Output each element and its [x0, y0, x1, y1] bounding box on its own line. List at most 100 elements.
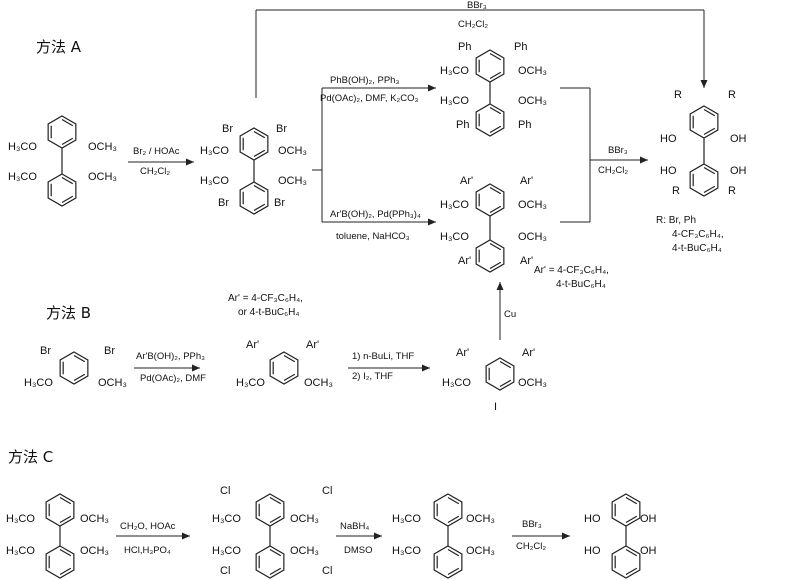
- c2-h3co-bot: H₃CO: [212, 545, 241, 557]
- s2-br-1: Br: [222, 123, 233, 135]
- a-tetraphenyl-ring-bottom: [475, 103, 505, 137]
- b-lithiation-step1: 1) n-BuLi, THF: [352, 351, 415, 362]
- mid-bbr3: BBr₃: [608, 145, 628, 156]
- b1-br-2: Br: [104, 345, 115, 357]
- b3-iodo: I: [494, 401, 498, 413]
- s1-h3co-top: H₃CO: [8, 141, 37, 153]
- b-lithiation-step2: 2) I₂, THF: [352, 371, 393, 382]
- s4-ar-1: Ar': [460, 175, 474, 187]
- ar-definition-2: 4-t-BuC₆H₄: [556, 279, 606, 290]
- s4-ar-3: Ar': [458, 255, 472, 267]
- c2-cl-2: Cl: [322, 485, 333, 497]
- b2-ar-2: Ar': [306, 339, 320, 351]
- b2-ar-1: Ar': [246, 339, 260, 351]
- c-step3-reagent: BBr₃: [522, 519, 542, 530]
- c-step2-solvent: DMSO: [344, 545, 373, 556]
- c4-oh-bot: OH: [640, 545, 657, 557]
- b1-br-1: Br: [40, 345, 51, 357]
- c2-h3co-top: H₃CO: [212, 513, 241, 525]
- c1-h3co-top: H₃CO: [6, 513, 35, 525]
- top-bbr3: BBr₃: [467, 0, 487, 11]
- s5-oh-top: OH: [730, 133, 747, 145]
- s5-r-2: R: [728, 89, 736, 101]
- c2-cl-1: Cl: [220, 485, 231, 497]
- c-step2-reagent: NaBH₄: [340, 521, 370, 532]
- bromination-solvent: CH₂Cl₂: [140, 166, 171, 177]
- c4-ho-top: HO: [584, 513, 601, 525]
- c4-oh-top: OH: [640, 513, 657, 525]
- s2-och3-top: OCH₃: [278, 145, 307, 157]
- s5-ho-bot: HO: [660, 165, 677, 177]
- s3-och3-bot: OCH₃: [518, 95, 547, 107]
- s4-ar-4: Ar': [520, 255, 534, 267]
- method-c-label: 方法 C: [8, 448, 54, 466]
- method-b-label: 方法 B: [46, 304, 92, 322]
- s5-ho-top: HO: [660, 133, 677, 145]
- arrowhead-b-suzuki: [192, 364, 200, 372]
- s2-h3co-bot: H₃CO: [200, 175, 229, 187]
- s3-ph-2: Ph: [514, 41, 528, 53]
- s3-h3co-bot: H₃CO: [440, 95, 469, 107]
- suzuki-ar-conditions: toluene, NaHCO₃: [336, 231, 410, 242]
- s2-br-2: Br: [276, 123, 287, 135]
- arrowhead-b-lithiation: [422, 364, 430, 372]
- arrowhead-cu: [496, 282, 504, 290]
- s3-och3-top: OCH₃: [518, 65, 547, 77]
- s3-h3co-top: H₃CO: [440, 65, 469, 77]
- b-dibromo-ring: [59, 351, 89, 385]
- c-step1-acid: HCl,H₃PO₄: [124, 545, 171, 556]
- c3-och3-top: OCH₃: [466, 513, 495, 525]
- s4-h3co-top: H₃CO: [440, 199, 469, 211]
- c-methyl-ring-bottom: [433, 545, 463, 579]
- arrowhead-suzuki-ph: [428, 84, 436, 92]
- s5-oh-bot: OH: [730, 165, 747, 177]
- r-definition-2: 4-CF₃C₆H₄,: [672, 229, 724, 240]
- a-start-ring-bottom: [47, 173, 77, 207]
- arrowhead-bbr3: [700, 80, 708, 88]
- c-start-ring-bottom: [45, 545, 75, 579]
- b2-h3co: H₃CO: [236, 377, 265, 389]
- a-tetrabromo-ring-bottom: [239, 181, 269, 215]
- c3-och3-bot: OCH₃: [466, 545, 495, 557]
- suzuki-ar-reagent: Ar'B(OH)₂, Pd(PPh₃)₄: [330, 209, 421, 220]
- b2-och3: OCH₃: [304, 377, 333, 389]
- c2-och3-bot: OCH₃: [290, 545, 319, 557]
- b3-h3co: H₃CO: [442, 377, 471, 389]
- c-tetraol-ring-bottom: [611, 545, 641, 579]
- b-ar-definition-1: Ar' = 4-CF₃C₆H₄,: [228, 293, 303, 304]
- r-definition-3: 4-t-BuC₆H₄: [672, 243, 722, 254]
- s4-h3co-bot: H₃CO: [440, 231, 469, 243]
- a-tetraol-ring-bottom: [689, 163, 719, 197]
- b3-och3: OCH₃: [518, 377, 547, 389]
- c3-h3co-top: H₃CO: [392, 513, 421, 525]
- b3-ar-2: Ar': [522, 347, 536, 359]
- arrowhead-c-step1: [182, 532, 190, 540]
- s5-r-4: R: [728, 185, 736, 197]
- top-ch2cl2: CH₂Cl₂: [458, 19, 489, 30]
- b1-och3: OCH₃: [98, 377, 127, 389]
- s5-r-1: R: [674, 89, 682, 101]
- arrowhead-c-step2: [374, 532, 382, 540]
- s3-ph-4: Ph: [518, 119, 532, 131]
- bromination-reagent: Br₂ / HOAc: [133, 146, 180, 157]
- s4-ar-2: Ar': [520, 175, 534, 187]
- c3-h3co-bot: H₃CO: [392, 545, 421, 557]
- c2-cl-3: Cl: [220, 565, 231, 577]
- method-a-label: 方法 A: [36, 38, 82, 56]
- b-ar-definition-2: or 4-t-BuC₆H₄: [238, 307, 300, 318]
- b-suzuki-reagent: Ar'B(OH)₂, PPh₃: [136, 351, 206, 362]
- b3-ar-1: Ar': [456, 347, 470, 359]
- arrowhead-mid-bbr3: [640, 156, 648, 164]
- s5-r-3: R: [672, 185, 680, 197]
- s2-br-4: Br: [274, 197, 285, 209]
- a-tetraaryl-ring-bottom: [475, 239, 505, 273]
- r-definition-1: R: Br, Ph: [656, 215, 697, 226]
- c-step3-solvent: CH₂Cl₂: [516, 541, 547, 552]
- c2-och3-top: OCH₃: [290, 513, 319, 525]
- b1-h3co: H₃CO: [24, 377, 53, 389]
- c1-och3-bot: OCH₃: [80, 545, 109, 557]
- cu-reagent: Cu: [504, 309, 517, 320]
